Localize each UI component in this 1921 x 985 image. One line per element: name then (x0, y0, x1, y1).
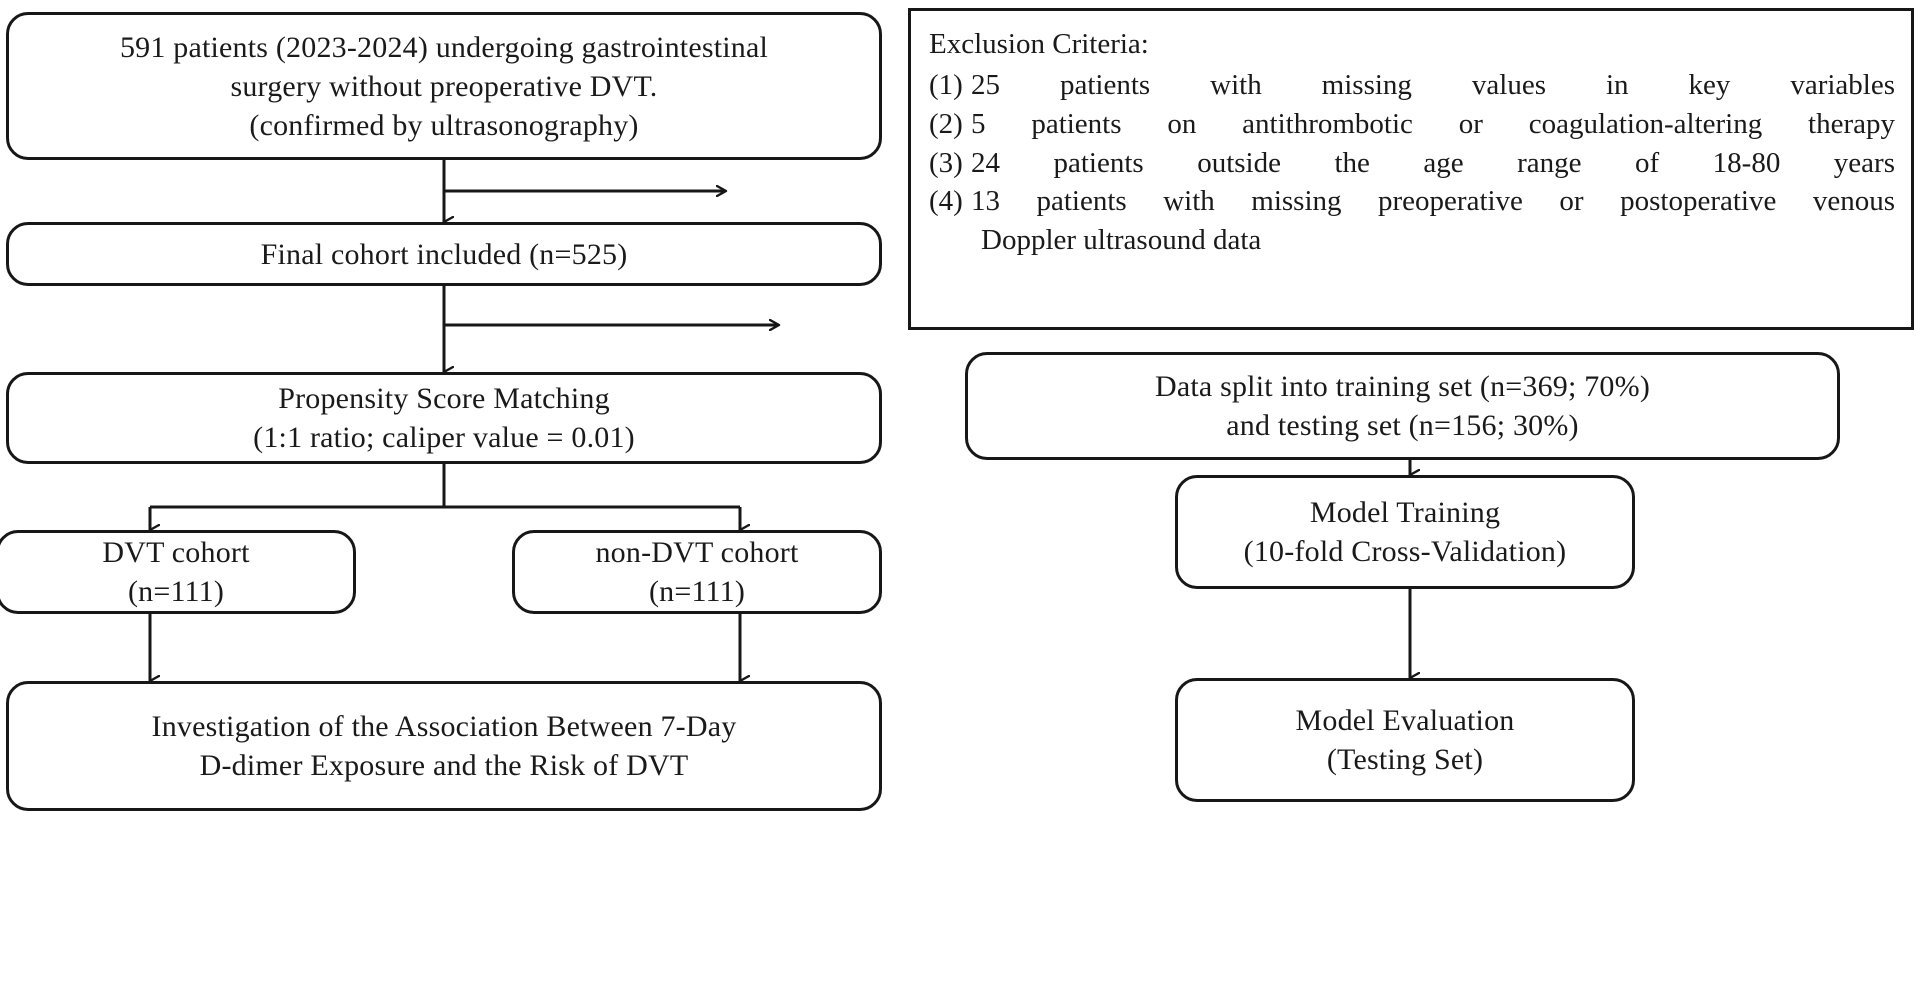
exclusion-item-3-text: 24 patients outside the age range of 18-… (971, 146, 1895, 179)
exclusion-item-4-text: 13 patients with missing preoperative or… (971, 185, 1895, 218)
exclusion-criteria-box[interactable]: Exclusion Criteria: (1) 25 patients with… (908, 8, 1914, 330)
source-cohort-box[interactable]: 591 patients (2023-2024) undergoing gast… (6, 12, 882, 160)
model-training-line-2: (10-fold Cross-Validation) (1243, 535, 1567, 568)
psm-line-1: Propensity Score Matching (278, 382, 610, 415)
investigation-line-1: Investigation of the Association Between… (151, 710, 737, 743)
exclusion-item-4-continuation: Doppler ultrasound data (981, 224, 1262, 257)
non-dvt-cohort-line-2: (n=111) (648, 575, 746, 608)
non-dvt-cohort-line-1: non-DVT cohort (595, 536, 799, 569)
investigation-box[interactable]: Investigation of the Association Between… (6, 681, 882, 811)
model-evaluation-line-2: (Testing Set) (1326, 743, 1484, 776)
dvt-cohort-box[interactable]: DVT cohort (n=111) (0, 530, 356, 614)
model-evaluation-line-1: Model Evaluation (1295, 704, 1515, 737)
exclusion-item-3: (3) 24 patients outside the age range of… (929, 144, 1895, 183)
exclusion-item-1: (1) 25 patients with missing values in k… (929, 66, 1895, 105)
data-split-line-1: Data split into training set (n=369; 70%… (1154, 370, 1651, 403)
dvt-cohort-line-1: DVT cohort (102, 536, 250, 569)
model-training-box[interactable]: Model Training (10-fold Cross-Validation… (1175, 475, 1635, 589)
non-dvt-cohort-box[interactable]: non-DVT cohort (n=111) (512, 530, 882, 614)
source-cohort-line-1: 591 patients (2023-2024) undergoing gast… (119, 30, 769, 64)
edge-psm-split-bus (150, 464, 740, 509)
exclusion-item-1-marker: (1) (929, 68, 963, 101)
data-split-line-2: and testing set (n=156; 30%) (1226, 409, 1579, 442)
psm-line-2: (1:1 ratio; caliper value = 0.01) (253, 421, 635, 454)
exclusion-item-2: (2) 5 patients on antithrombotic or coag… (929, 105, 1895, 144)
exclusion-item-3-marker: (3) (929, 146, 963, 179)
exclusion-item-2-marker: (2) (929, 107, 963, 140)
propensity-score-matching-box[interactable]: Propensity Score Matching (1:1 ratio; ca… (6, 372, 882, 464)
dvt-cohort-line-2: (n=111) (127, 575, 225, 608)
model-training-line-1: Model Training (1309, 496, 1501, 529)
exclusion-item-4-marker: (4) (929, 185, 963, 218)
final-cohort-box[interactable]: Final cohort included (n=525) (6, 222, 882, 286)
model-evaluation-box[interactable]: Model Evaluation (Testing Set) (1175, 678, 1635, 802)
final-cohort-line-1: Final cohort included (n=525) (260, 237, 628, 271)
investigation-line-2: D-dimer Exposure and the Risk of DVT (199, 749, 689, 782)
data-split-box[interactable]: Data split into training set (n=369; 70%… (965, 352, 1840, 460)
exclusion-heading: Exclusion Criteria: (929, 28, 1149, 60)
exclusion-item-2-text: 5 patients on antithrombotic or coagulat… (971, 107, 1895, 140)
exclusion-item-1-text: 25 patients with missing values in key v… (971, 68, 1895, 101)
exclusion-item-4: (4) 13 patients with missing preoperativ… (929, 182, 1895, 221)
source-cohort-line-3: (confirmed by ultrasonography) (249, 108, 639, 142)
source-cohort-line-2: surgery without preoperative DVT. (230, 69, 658, 103)
